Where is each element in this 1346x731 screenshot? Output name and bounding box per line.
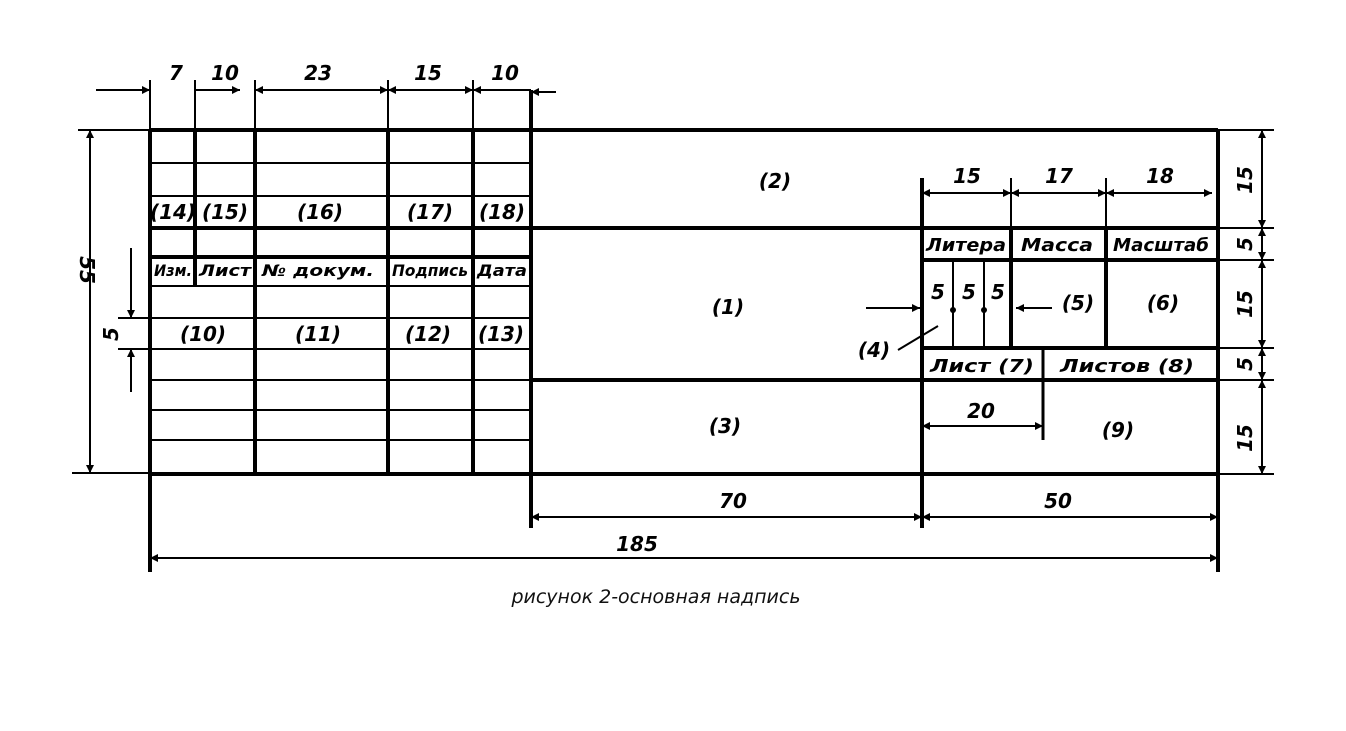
dim-top-23: 23 — [304, 61, 332, 85]
field-5: (5) — [1062, 291, 1094, 315]
dim-right-15c: 15 — [1233, 424, 1257, 452]
dim-total-185: 185 — [616, 532, 658, 556]
field-9: (9) — [1102, 418, 1134, 442]
dim-top-10: 10 — [211, 61, 239, 85]
field-13: (13) — [478, 322, 524, 346]
dim-right-5b: 5 — [1233, 357, 1257, 371]
field-6: (6) — [1147, 291, 1179, 315]
field-14: (14) — [150, 200, 196, 224]
field-3: (3) — [709, 414, 741, 438]
field-18: (18) — [479, 200, 525, 224]
dim-right-5a: 5 — [1233, 237, 1257, 251]
dim-top-15: 15 — [414, 61, 442, 85]
field-4: (4) — [858, 338, 890, 362]
label-litera: Литера — [925, 235, 1006, 256]
dim-right-15a: 15 — [1233, 166, 1257, 194]
field-15: (15) — [202, 200, 248, 224]
litera-cell-1: 5 — [931, 280, 945, 304]
label-massa: Масса — [1021, 235, 1093, 256]
litera-cell-3: 5 — [991, 280, 1005, 304]
dim-bottom-70: 70 — [719, 489, 747, 513]
figure-caption: рисунок 2-основная надпись — [511, 586, 801, 608]
field-16: (16) — [297, 200, 343, 224]
dim-col-17: 17 — [1045, 164, 1073, 188]
field-1: (1) — [712, 295, 744, 319]
dim-row-height: 5 — [99, 327, 123, 341]
litera-dot — [981, 307, 987, 313]
dim-top-10b: 10 — [491, 61, 519, 85]
label-sheet: Лист (7) — [929, 356, 1034, 377]
litera-cell-2: 5 — [962, 280, 976, 304]
header-doc-number: № докум. — [261, 261, 374, 280]
litera-dot — [950, 307, 956, 313]
dimension-lines — [86, 86, 1266, 562]
dim-overall-height: 55 — [75, 256, 99, 284]
header-signature: Подпись — [392, 261, 468, 280]
label-masshtab: Масштаб — [1113, 235, 1209, 256]
field-17: (17) — [407, 200, 453, 224]
dim-top-7: 7 — [169, 61, 183, 85]
header-izm: Изм. — [154, 261, 192, 280]
field-10: (10) — [180, 322, 226, 346]
dim-col-15: 15 — [953, 164, 981, 188]
dim-bottom-50: 50 — [1044, 489, 1072, 513]
field-12: (12) — [405, 322, 451, 346]
dim-right-15b: 15 — [1233, 290, 1257, 318]
extension-lines — [72, 80, 1274, 475]
main-frame — [150, 90, 1220, 572]
left-table — [148, 130, 530, 572]
header-list: Лист — [198, 261, 253, 280]
dim-col-18: 18 — [1146, 164, 1174, 188]
dim-sheet-20: 20 — [967, 399, 995, 423]
field-11: (11) — [295, 322, 341, 346]
field-2: (2) — [759, 169, 791, 193]
header-date: Дата — [476, 261, 527, 280]
label-sheets: Листов (8) — [1059, 356, 1194, 377]
